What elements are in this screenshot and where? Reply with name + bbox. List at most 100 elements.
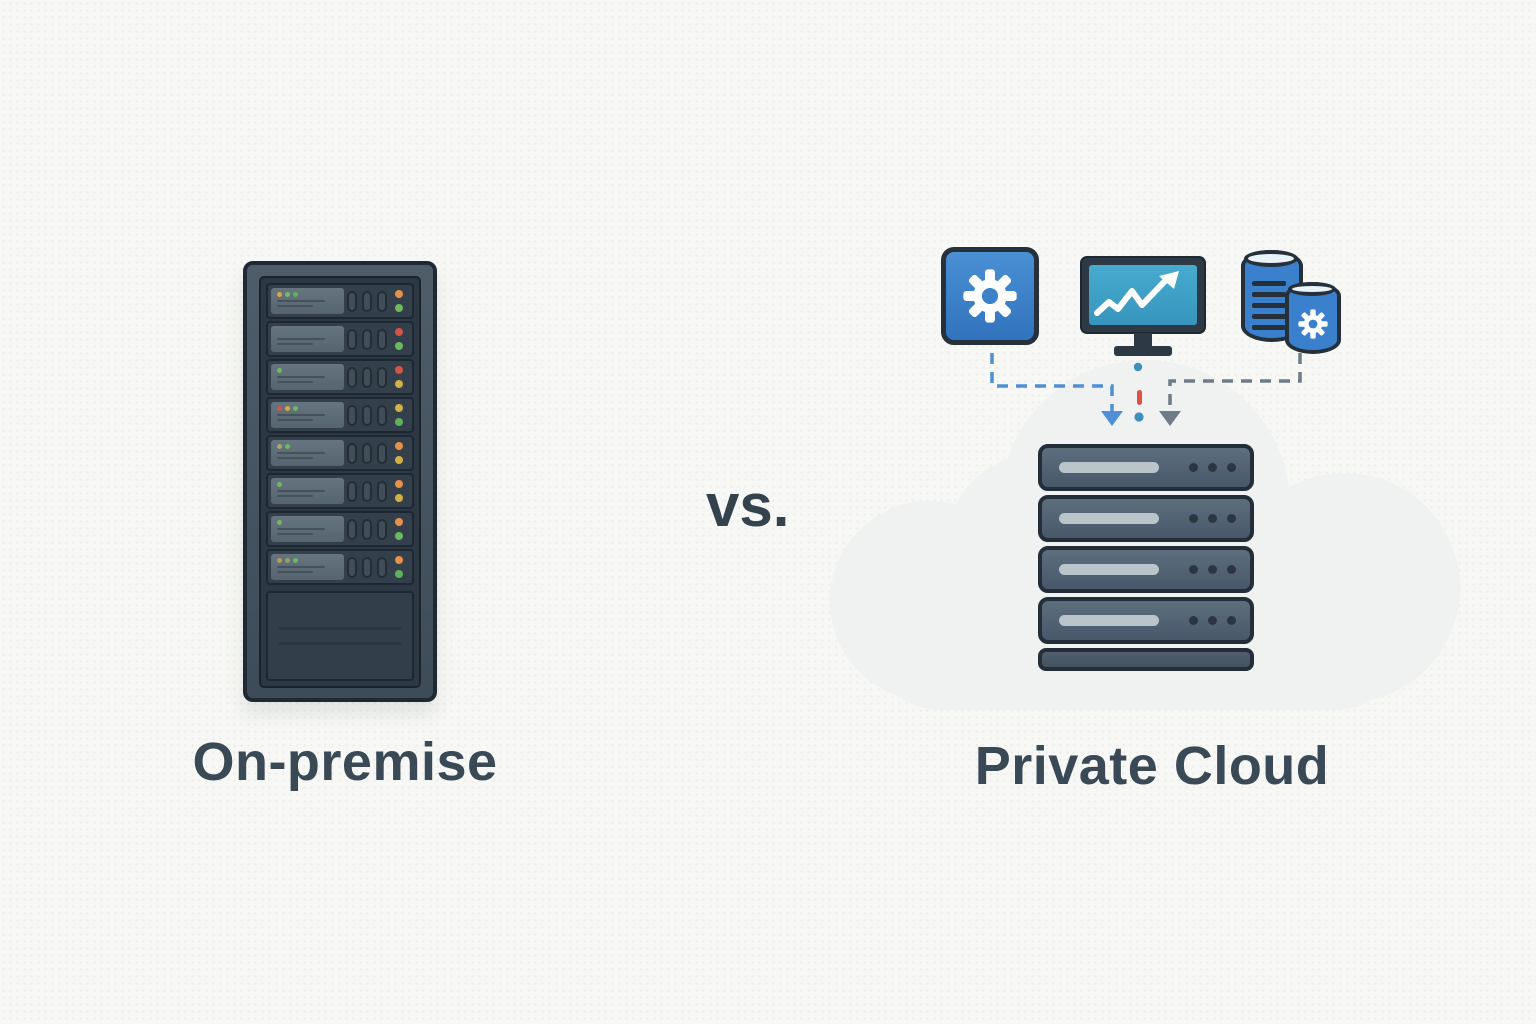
server-dot — [1227, 463, 1236, 472]
status-led — [395, 456, 404, 464]
cloud-server-stack — [1038, 444, 1254, 671]
status-led — [395, 442, 404, 450]
vent-slot — [361, 328, 372, 350]
status-led — [395, 494, 404, 502]
panel-line — [277, 381, 314, 383]
rack-unit-status-leds — [387, 551, 412, 583]
vent-slot — [346, 290, 357, 312]
rack-unit-front-panel — [271, 554, 344, 580]
panel-line — [277, 490, 326, 492]
private-cloud-label: Private Cloud — [974, 736, 1330, 796]
stack-units — [1038, 444, 1254, 644]
panel-led — [285, 558, 290, 563]
gray-dashed-arrow — [1168, 353, 1302, 412]
status-led — [395, 518, 404, 526]
server-light-bar — [1059, 462, 1159, 473]
panel-line — [277, 566, 326, 568]
panel-line — [277, 300, 326, 302]
panel-line — [277, 376, 326, 378]
panel-led — [277, 406, 282, 411]
rack-unit-vents — [346, 551, 387, 583]
status-led — [395, 290, 404, 298]
rack-unit-status-leds — [387, 475, 412, 507]
rack-unit-status-leds — [387, 285, 412, 317]
vent-slot — [346, 480, 357, 502]
status-led — [395, 380, 404, 388]
panel-line — [277, 305, 314, 307]
panel-line — [277, 414, 326, 416]
rack-unit-front-panel — [271, 326, 344, 352]
database-icon — [1239, 246, 1341, 358]
panel-led — [277, 558, 282, 563]
database-cylinder-large — [1241, 250, 1303, 342]
vent-slot — [361, 366, 372, 388]
rack-unit — [266, 435, 414, 471]
gear-icon — [941, 247, 1039, 345]
rack-unit-status-leds — [387, 399, 412, 431]
monitor-chart-icon — [1080, 256, 1206, 356]
rack-unit-vents — [346, 361, 387, 393]
server-light-bar — [1059, 615, 1159, 626]
server-dot — [1189, 616, 1198, 625]
vent-slot — [346, 404, 357, 426]
panel-led — [277, 444, 282, 449]
cloud-server-unit — [1038, 597, 1254, 644]
server-dots — [1189, 463, 1236, 472]
server-dot — [1189, 463, 1198, 472]
database-record-lines — [1252, 275, 1286, 330]
status-led — [395, 342, 404, 350]
rack-unit-vents — [346, 513, 387, 545]
blue-dashed-arrow — [990, 353, 1114, 412]
panel-led — [277, 292, 282, 297]
server-dot — [1227, 514, 1236, 523]
monitor-screen — [1089, 265, 1197, 325]
rack-unit-front-panel — [271, 364, 344, 390]
panel-line — [277, 452, 326, 454]
rack-interior — [259, 276, 421, 688]
vent-slot — [361, 404, 372, 426]
monitor-stand-base — [1114, 346, 1172, 356]
server-rack — [243, 261, 437, 702]
monitor-frame — [1080, 256, 1206, 334]
monitor-stand-neck — [1134, 333, 1152, 346]
rack-unit — [266, 283, 414, 319]
server-dot — [1208, 463, 1217, 472]
server-dots — [1189, 565, 1236, 574]
vent-slot — [376, 404, 387, 426]
rack-unit — [266, 321, 414, 357]
panel-led — [277, 368, 282, 373]
vent-slot — [346, 366, 357, 388]
rack-unit-status-leds — [387, 437, 412, 469]
database-top-cap — [1244, 250, 1298, 267]
blank-panel-line — [278, 642, 402, 645]
rack-unit-status-leds — [387, 513, 412, 545]
rack-unit — [266, 549, 414, 585]
rising-chart-icon — [1094, 271, 1179, 316]
panel-line — [277, 343, 314, 345]
panel-line — [277, 528, 326, 530]
server-dot — [1208, 565, 1217, 574]
rack-unit-front-panel — [271, 516, 344, 542]
server-light-bar — [1059, 564, 1159, 575]
rack-unit-front-panel — [271, 440, 344, 466]
status-led — [395, 328, 404, 336]
vent-slot — [376, 328, 387, 350]
rack-unit — [266, 397, 414, 433]
database-top-cap — [1288, 282, 1336, 296]
server-dots — [1189, 514, 1236, 523]
vent-slot — [376, 480, 387, 502]
cloud-server-unit — [1038, 546, 1254, 593]
database-cylinder-small — [1285, 282, 1341, 354]
panel-line — [277, 495, 314, 497]
rack-unit-status-leds — [387, 361, 412, 393]
status-led — [395, 556, 404, 564]
blank-panel-line — [278, 627, 402, 630]
server-dot — [1208, 616, 1217, 625]
rack-unit-front-panel — [271, 478, 344, 504]
server-dot — [1227, 616, 1236, 625]
server-dot — [1208, 514, 1217, 523]
vent-slot — [346, 518, 357, 540]
server-dot — [1189, 514, 1198, 523]
blue-arrowhead — [1101, 411, 1123, 426]
on-premise-label: On-premise — [192, 732, 498, 792]
